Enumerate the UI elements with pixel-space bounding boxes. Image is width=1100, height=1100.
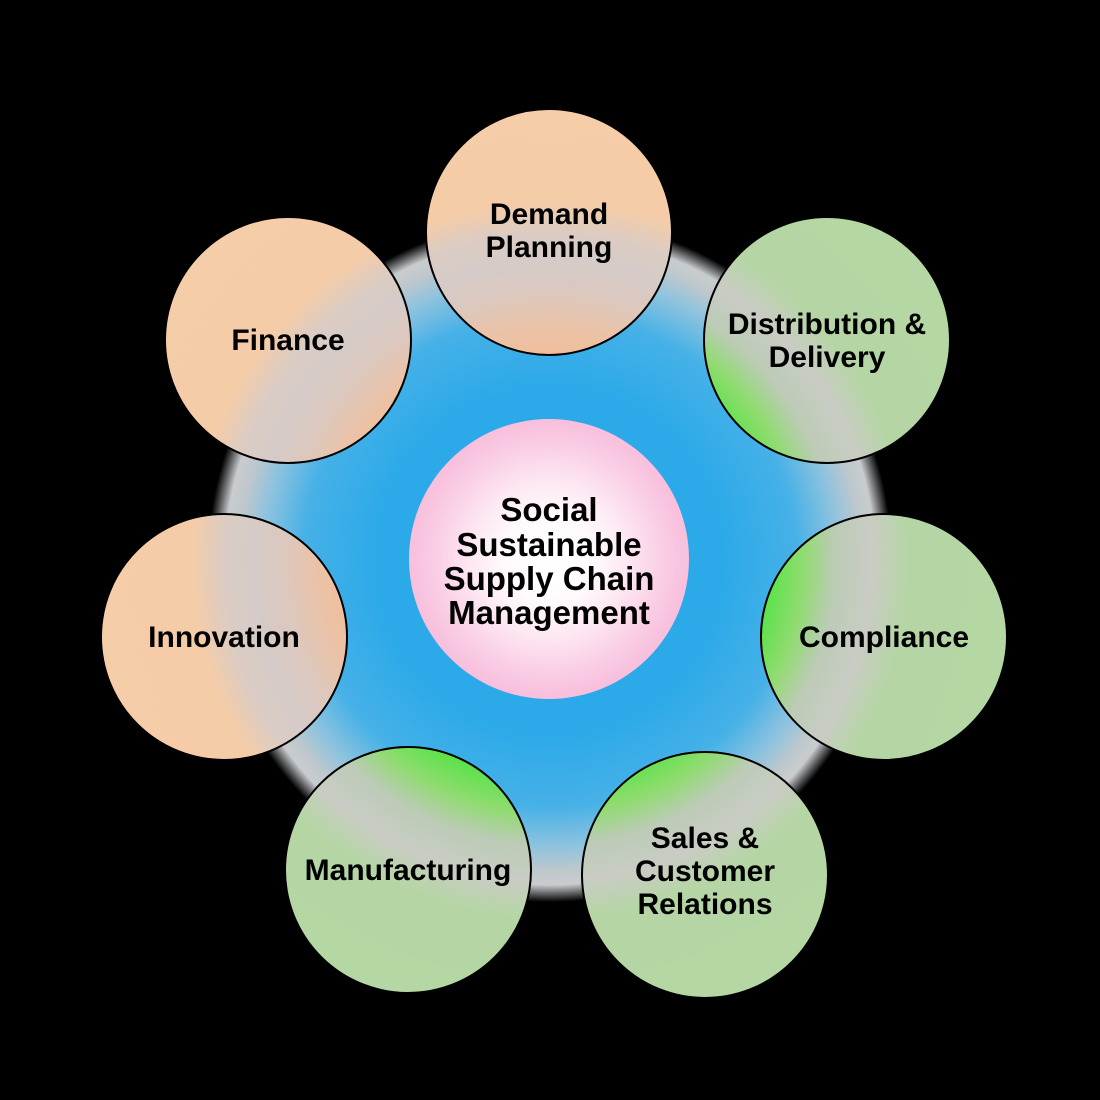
node-sales-customer-relations-circle [581,751,829,999]
node-compliance-circle [760,513,1008,761]
center-node: Social Sustainable Supply Chain Manageme… [409,419,689,699]
node-innovation: Innovation [100,513,348,761]
node-sales-customer-relations-label: Sales & [651,822,759,855]
node-distribution-delivery-circle [703,216,951,464]
node-distribution-delivery: Distribution & Delivery [703,216,951,464]
node-finance-label: Finance [231,324,344,357]
node-innovation-circle [100,513,348,761]
node-demand-planning: Demand Planning [425,108,673,356]
node-finance: Finance [164,216,412,464]
node-distribution-delivery-label: Distribution & [728,308,926,341]
node-compliance-label: Compliance [799,621,969,654]
node-sales-customer-relations-label-3: Relations [637,888,772,921]
node-distribution-delivery-label-2: Delivery [769,341,886,374]
node-sales-customer-relations: Sales & Customer Relations [581,751,829,999]
node-sales-customer-relations-label-2: Customer [635,855,775,888]
node-innovation-label: Innovation [148,621,300,654]
center-title-line-4: Management [448,594,650,631]
node-demand-planning-label-2: Planning [486,231,613,264]
center-title-line-3: Supply Chain [444,560,655,597]
node-finance-circle [164,216,412,464]
center-title-line-2: Sustainable [456,526,641,563]
center-title-line: Social [500,491,597,528]
center-circle [409,419,689,699]
node-demand-planning-circle [425,108,673,356]
node-manufacturing: Manufacturing [284,746,532,994]
node-manufacturing-label: Manufacturing [305,854,512,887]
node-demand-planning-label: Demand [490,198,608,231]
node-compliance: Compliance [760,513,1008,761]
node-manufacturing-circle [284,746,532,994]
